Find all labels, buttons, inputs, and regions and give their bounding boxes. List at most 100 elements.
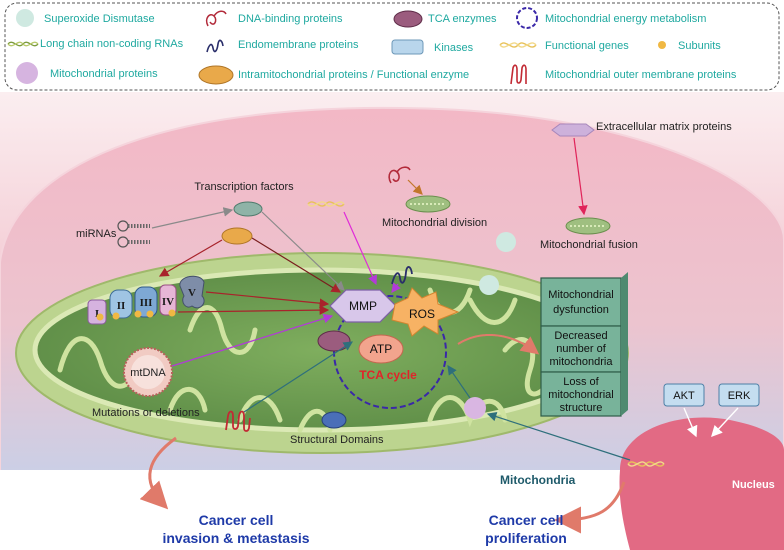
arrow-intramito-to-mmp (251, 237, 342, 293)
dysfunction-box-2-line-3: mitochondria (550, 356, 614, 368)
arrow-complex-v-to-mmp (205, 291, 330, 308)
akt-label: AKT (673, 390, 695, 402)
transcription-factors-label: Transcription factors (194, 181, 294, 193)
functional-gene-icon (499, 42, 537, 48)
arrow-endomembrane-to-mmp (391, 282, 401, 293)
erk-label: ERK (728, 390, 751, 402)
complex-v-label: V (188, 287, 196, 299)
intramitochondrial-protein-node (221, 227, 253, 245)
arrow-to-proliferation (554, 481, 626, 534)
dysfunction-box-3 (540, 371, 622, 417)
mirna-icons (117, 220, 150, 248)
arrow-mito-protein-to-metabolism (447, 365, 471, 399)
arrow-mirna-to-transcription (151, 207, 234, 229)
legend-label-intramitochondrial-proteins: Intramitochondrial proteins / Functional… (238, 69, 469, 81)
ros-label: ROS (409, 307, 435, 321)
dna-binding-protein-node (388, 166, 411, 184)
legend-label-kinases: Kinases (434, 42, 474, 54)
complex-iii (134, 286, 158, 318)
arrow-to-invasion (139, 436, 177, 510)
nucleus-label: Nucleus (732, 479, 775, 491)
subunit-icon (658, 41, 666, 49)
complex-iv-label: IV (162, 296, 174, 308)
endomembrane-protein-node (391, 266, 413, 285)
legend-label-subunits: Subunits (678, 40, 721, 52)
nucleus-functional-gene-icon (627, 461, 665, 467)
arrow-akt-to-nucleus (683, 407, 698, 438)
electron-transport-chain: I II III IV V (87, 275, 205, 325)
mtdna-label: mtDNA (130, 367, 166, 379)
complex-v (179, 275, 205, 309)
nucleus (619, 417, 784, 550)
structural-domains-label: Structural Domains (290, 434, 384, 446)
legend: Superoxide Dismutase DNA-binding protein… (4, 2, 780, 91)
outer-membrane-protein-icon (510, 64, 527, 85)
atp-node (358, 334, 404, 364)
intramitochondrial-protein-icon (198, 65, 234, 85)
kinase-icon (391, 39, 424, 55)
dysfunction-box-1-line-1: Mitochondrial (548, 289, 613, 301)
dysfunction-box-2 (540, 325, 622, 373)
mitochondria-label: Mitochondria (500, 473, 576, 487)
superoxide-dismutase-node (479, 275, 499, 295)
subunit-dot (168, 309, 176, 317)
dysfunction-box-3-line-1: Loss of (563, 376, 599, 388)
transcription-factor-node (233, 201, 263, 217)
legend-label-tca-enzymes: TCA enzymes (428, 13, 497, 25)
complex-iv (159, 284, 177, 316)
mitochondrial-protein-icon (16, 62, 38, 84)
arrow-outer-membrane-to-metabolism (243, 341, 354, 413)
mitochondrial-fusion-label: Mitochondrial fusion (540, 239, 638, 251)
endomembrane-protein-icon (206, 39, 224, 53)
arrow-nucleus-to-mito-protein (486, 412, 631, 461)
subunit-dot (112, 312, 120, 320)
legend-label-dna-binding-proteins: DNA-binding proteins (238, 13, 343, 25)
dysfunction-box-1-line-2: dysfunction (553, 304, 609, 316)
legend-label-functional-genes: Functional genes (545, 40, 629, 52)
arrows (139, 137, 739, 534)
mutations-label: Mutations or deletions (92, 407, 200, 419)
subunit-dot (96, 313, 104, 321)
legend-label-energy-metabolism: Mitochondrial energy metabolism (545, 13, 706, 25)
dysfunction-box-2-line-2: number of (556, 343, 606, 355)
ros-star (391, 287, 460, 337)
arrow-erk-to-nucleus (711, 407, 739, 438)
arrow-ecm-to-fusion (573, 137, 588, 216)
legend-label-lncrnas: Long chain non-coding RNAs (40, 38, 184, 50)
lncrna-icon (7, 41, 39, 47)
arrow-complex-iv-to-mmp (177, 305, 330, 315)
arrow-transcription-to-mmp (261, 211, 345, 291)
complex-i-label: I (95, 308, 99, 320)
superoxide-dismutase-icon (16, 9, 34, 27)
mtdna: mtDNA (123, 347, 173, 397)
mitochondrial-protein-node (464, 397, 486, 419)
atp-label: ATP (370, 342, 392, 356)
arrow-dysfunction-to-cycle (457, 334, 540, 355)
legend-label-superoxide-dismutase: Superoxide Dismutase (44, 13, 155, 25)
subunit-dot (134, 310, 142, 318)
outer-membrane-protein-node (225, 410, 251, 432)
dysfunction-stack: Mitochondrial dysfunction Decreased numb… (540, 272, 628, 417)
complex-ii (109, 289, 133, 319)
outcome-proliferation-line-2: proliferation (485, 530, 567, 546)
mmp-label: MMP (349, 299, 377, 313)
structural-domain-node (321, 411, 347, 429)
arrow-dna-binding-to-division (407, 179, 423, 195)
dysfunction-box-3-line-3: structure (560, 402, 603, 414)
mitochondrial-division-label: Mitochondrial division (382, 217, 487, 229)
mitochondrion (15, 252, 629, 454)
dysfunction-box-3-line-2: mitochondrial (548, 389, 613, 401)
akt-kinase-box (663, 383, 705, 407)
dna-binding-protein-icon (205, 10, 227, 27)
extracellular-matrix-label: Extracellular matrix proteins (596, 121, 732, 133)
subunit-dot (146, 310, 154, 318)
outcome-proliferation-line-1: Cancer cell (489, 512, 564, 528)
extracellular-matrix-protein-icon (551, 123, 595, 137)
arrow-intramito-to-complexes (158, 239, 223, 277)
complex-iii-label: III (140, 297, 153, 309)
erk-kinase-box (718, 383, 760, 407)
dysfunction-stack-side (621, 272, 628, 416)
mirnas-label: miRNAs (76, 228, 117, 240)
arrow-mtdna-to-mmp (171, 313, 334, 367)
